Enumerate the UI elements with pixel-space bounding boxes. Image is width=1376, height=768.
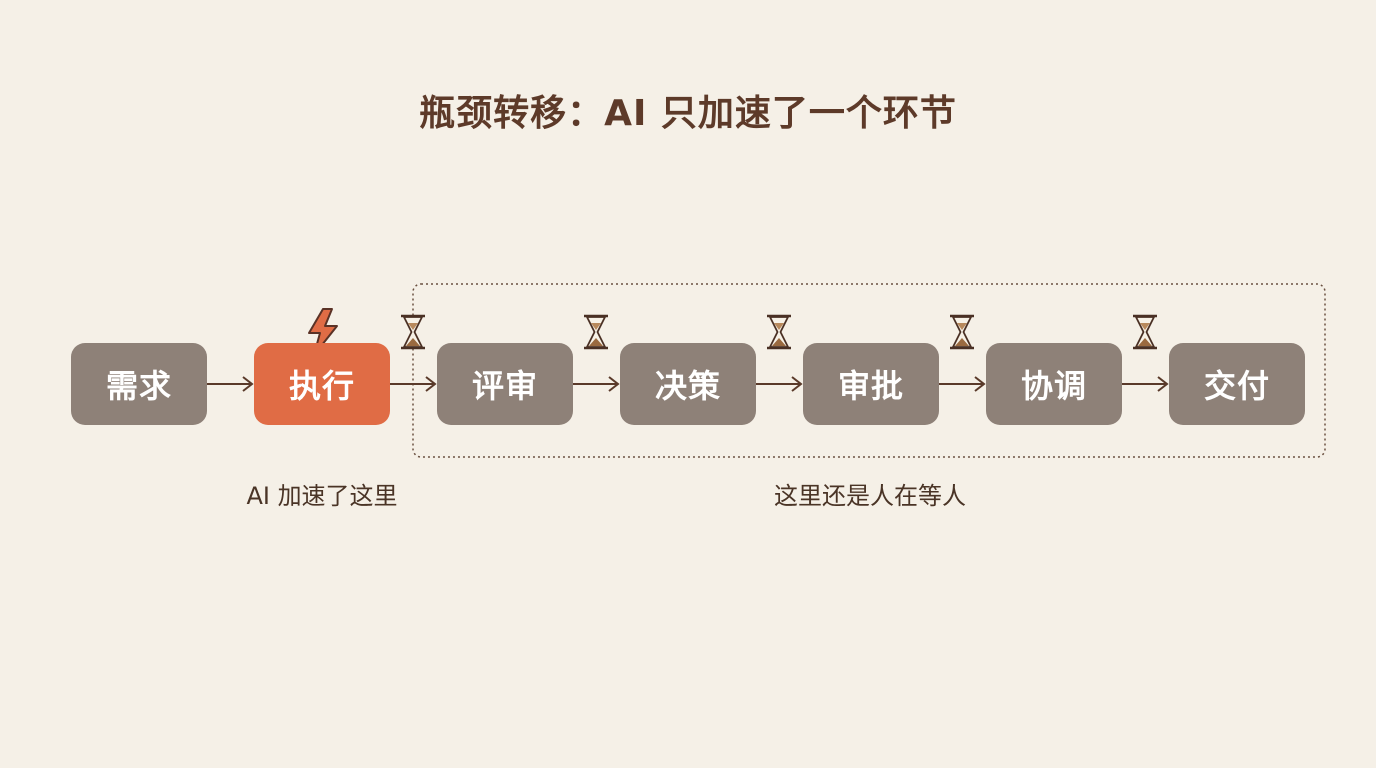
- step-label: 评审: [471, 367, 538, 405]
- hourglass-icons: [401, 314, 1157, 350]
- hourglass-icon: [401, 314, 425, 350]
- step-node-4: 决策: [620, 343, 756, 425]
- step-node-5: 审批: [803, 343, 939, 425]
- step-node-2: 执行: [254, 343, 390, 425]
- step-label: 交付: [1203, 367, 1270, 405]
- arrow-3: [573, 376, 620, 392]
- hourglass-icon: [767, 314, 791, 350]
- step-node-6: 协调: [986, 343, 1122, 425]
- hourglass-icon: [1133, 314, 1157, 350]
- step-label: 需求: [105, 367, 172, 405]
- diagram-title: 瓶颈转移：AI 只加速了一个环节: [419, 93, 957, 134]
- caption-accelerated: AI 加速了这里: [246, 482, 398, 510]
- step-node-3: 评审: [437, 343, 573, 425]
- step-label: 决策: [654, 367, 721, 405]
- arrow-6: [1122, 376, 1169, 392]
- caption-waiting: 这里还是人在等人: [774, 482, 966, 510]
- arrow-2: [390, 376, 437, 392]
- step-label: 审批: [837, 367, 904, 405]
- lightning-bolt-icon: [308, 308, 338, 356]
- step-node-1: 需求: [71, 343, 207, 425]
- arrow-4: [756, 376, 803, 392]
- step-node-7: 交付: [1169, 343, 1305, 425]
- arrow-5: [939, 376, 986, 392]
- hourglass-icon: [584, 314, 608, 350]
- arrow-1: [207, 376, 254, 392]
- waiting-group-border: [412, 283, 1326, 458]
- flow-arrows: [207, 376, 1169, 392]
- step-label: 执行: [288, 367, 355, 405]
- hourglass-icon: [950, 314, 974, 350]
- step-label: 协调: [1020, 367, 1087, 405]
